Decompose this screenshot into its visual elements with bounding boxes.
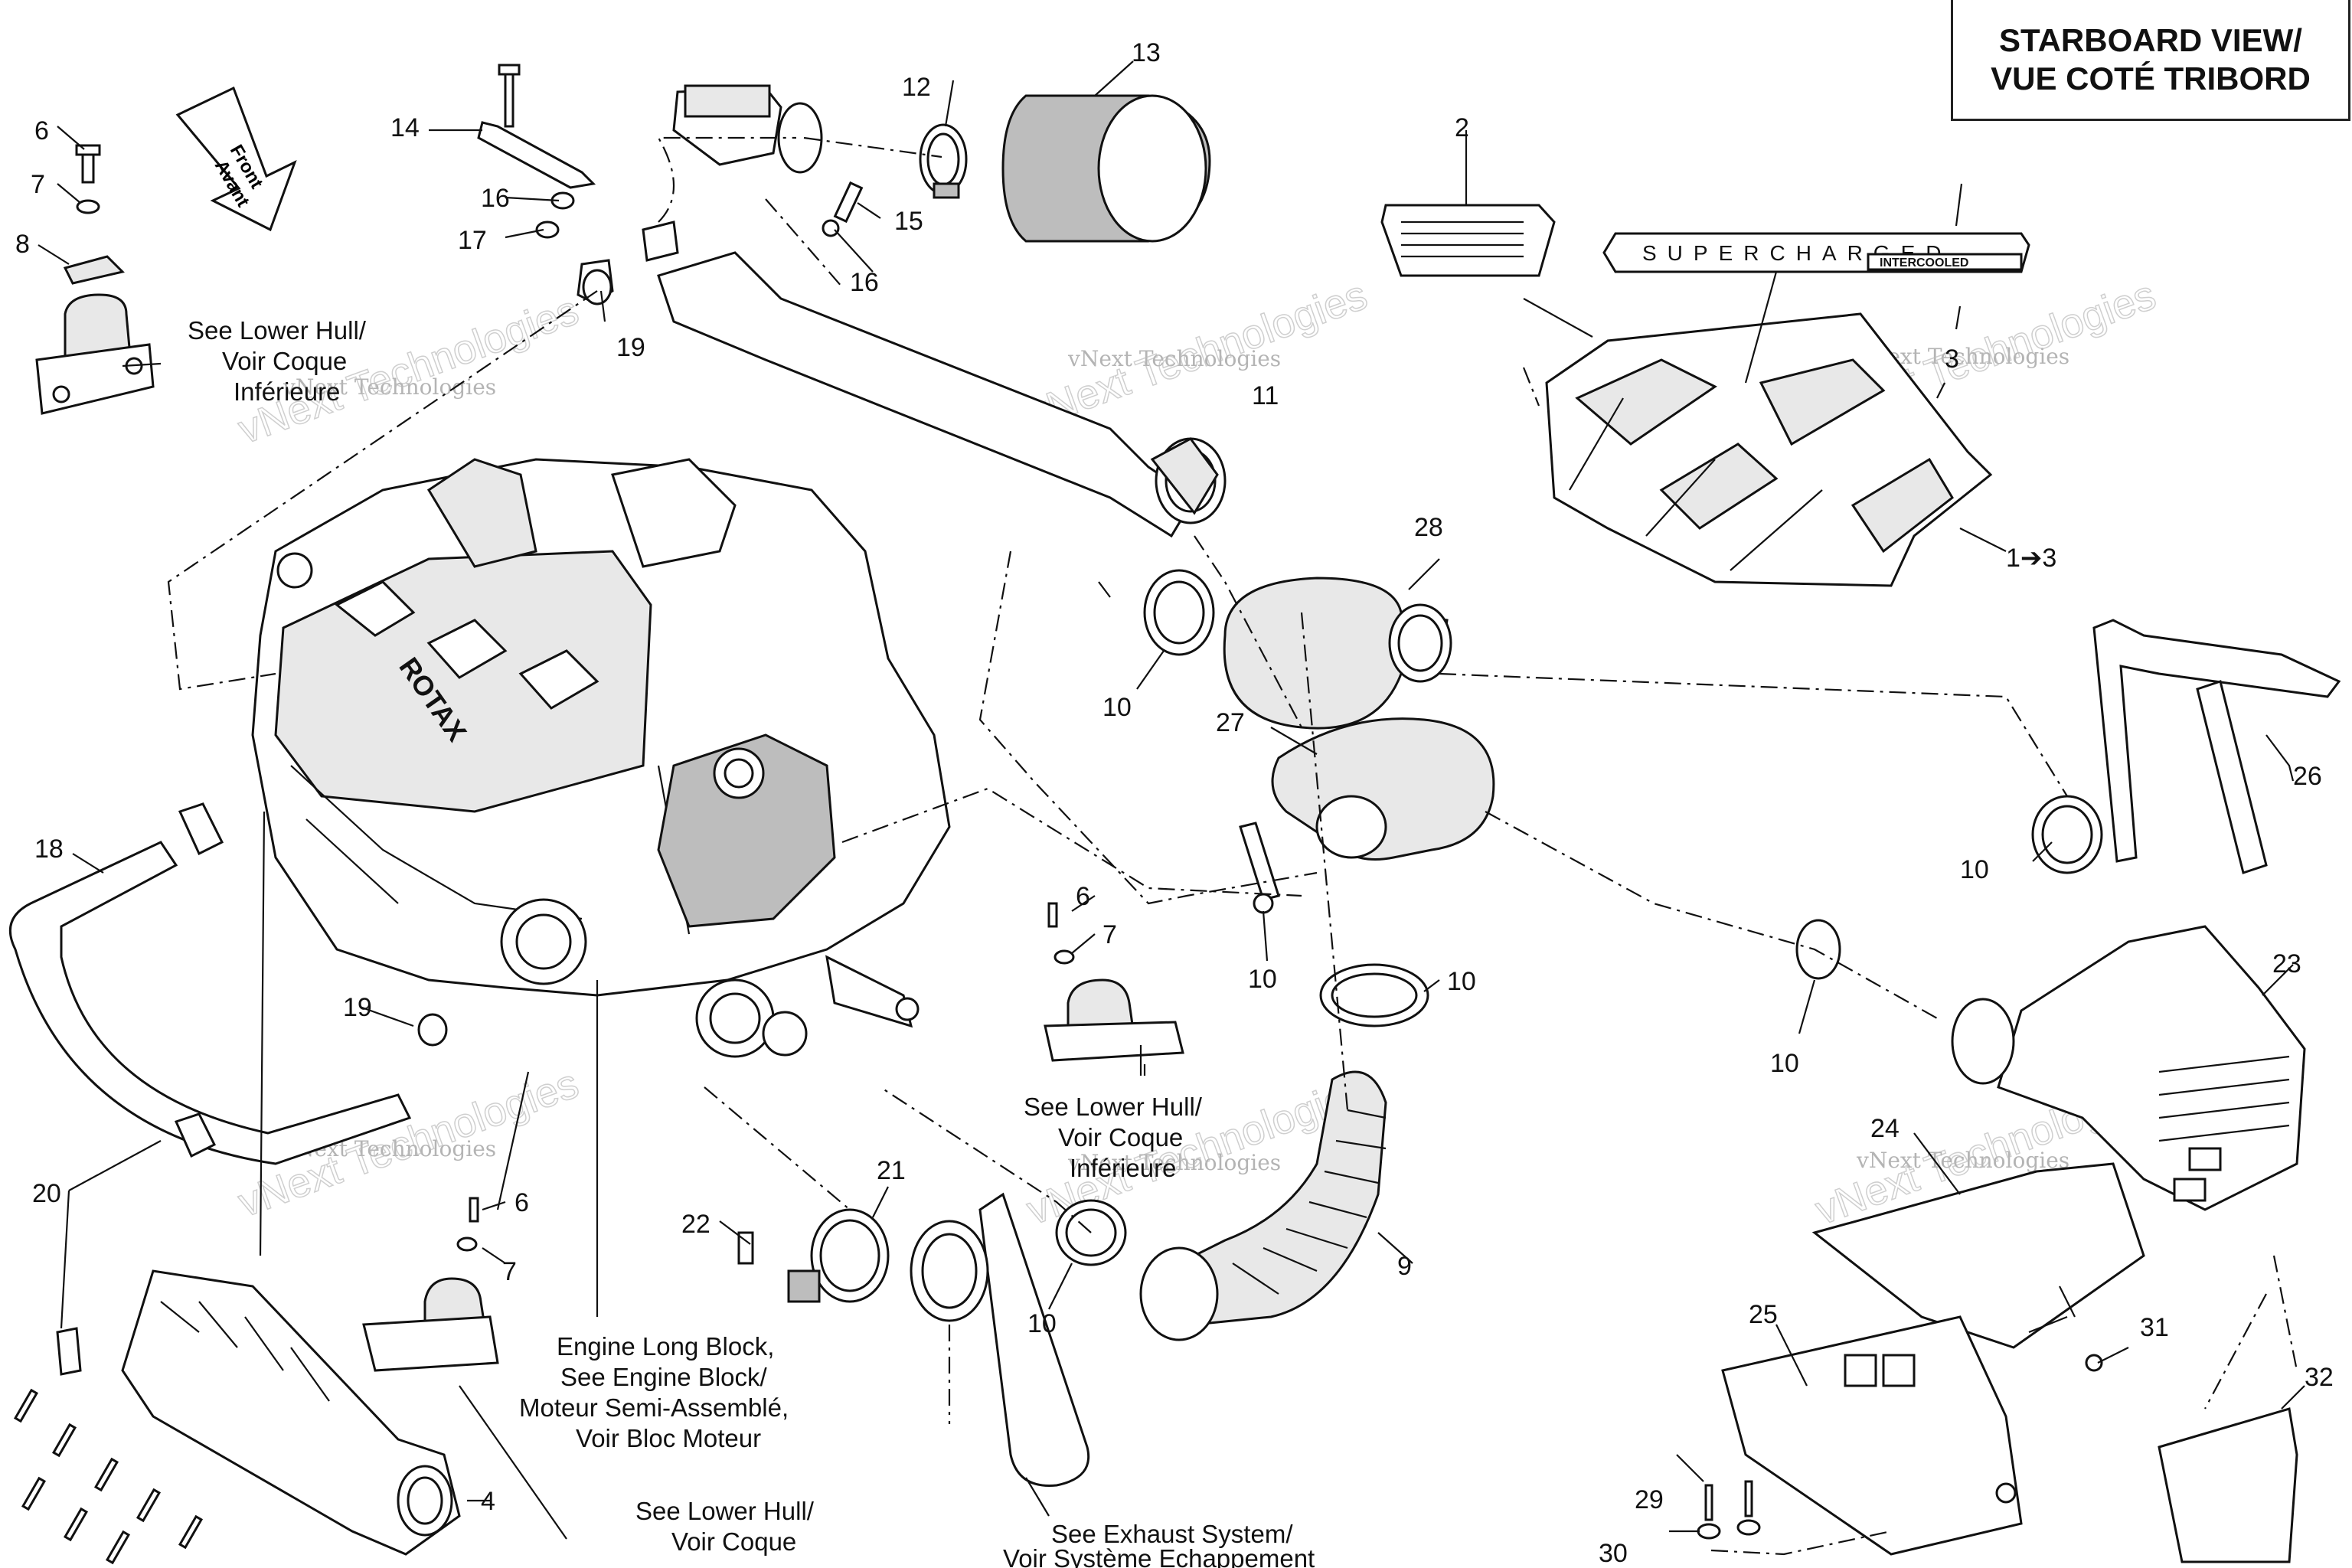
callout-18: 18 — [34, 835, 64, 864]
callout-23: 23 — [2272, 949, 2301, 978]
callout-7a: 7 — [31, 170, 45, 199]
engine-mount-lower — [362, 1197, 499, 1372]
callout-27: 27 — [1216, 708, 1245, 737]
callout-6c: 6 — [514, 1188, 529, 1217]
supercharged-decal: SUPERCHARGED INTERCOOLED — [1602, 232, 2030, 273]
note-lower-hull-bottom-line1: See Lower Hull/ — [635, 1497, 815, 1525]
callout-20: 20 — [32, 1179, 61, 1208]
callout-17: 17 — [458, 226, 487, 255]
callout-26: 26 — [2293, 762, 2322, 791]
callout-11: 11 — [1252, 381, 1279, 410]
callout-6a: 6 — [34, 116, 49, 145]
callout-4: 4 — [481, 1487, 495, 1516]
callout-10e: 10 — [1770, 1049, 1799, 1078]
callout-25: 25 — [1749, 1300, 1778, 1329]
note-lower-hull-center: See Lower Hull/ Voir Coque Inférieure — [1024, 1093, 1203, 1182]
watermark-1: vNext Technologies — [283, 374, 496, 400]
engine-mount-upper-left — [35, 144, 155, 415]
callout-16b: 16 — [850, 268, 879, 297]
callout-16a: 16 — [481, 184, 510, 213]
callout-22: 22 — [681, 1210, 710, 1239]
callout-10c: 10 — [1447, 967, 1476, 996]
note-engine-block-line2: See Engine Block/ — [560, 1363, 768, 1391]
callout-32: 32 — [2305, 1363, 2334, 1392]
engine-cover — [1545, 312, 1993, 587]
engine-mount-center — [1044, 902, 1184, 1062]
note-exhaust-line2: Voir Système Echappement — [1003, 1544, 1315, 1568]
air-filter-assembly — [822, 94, 1211, 243]
callout-29: 29 — [1635, 1485, 1664, 1514]
note-lower-hull-left-line2: Voir Coque — [222, 347, 347, 375]
note-lower-hull-left-line1: See Lower Hull/ — [188, 316, 367, 345]
callout-6b: 6 — [1076, 882, 1090, 911]
callout-15: 15 — [894, 207, 923, 236]
callout-14: 14 — [390, 113, 420, 142]
front-direction-arrow: Front Avant — [175, 86, 297, 232]
callout-10a: 10 — [1102, 693, 1132, 722]
callout-21: 21 — [877, 1156, 906, 1185]
callout-31: 31 — [2140, 1313, 2169, 1342]
heat-shield-and-brackets — [1697, 1162, 2298, 1563]
leader-lines — [38, 60, 2305, 1540]
callout-1: 1➔3 — [2006, 544, 2056, 573]
part-callouts: 6 7 8 14 16 17 19 12 13 15 16 11 2 3 1➔3… — [15, 38, 2334, 1568]
callout-9: 9 — [1397, 1252, 1412, 1281]
callout-12: 12 — [902, 73, 931, 102]
callout-7c: 7 — [502, 1257, 517, 1286]
note-engine-block-line1: Engine Long Block, — [557, 1332, 774, 1361]
engine-long-block: ROTAX — [251, 458, 951, 1058]
assembly-center-lines — [167, 136, 2298, 1556]
callout-3: 3 — [1945, 345, 1959, 374]
note-exhaust-line1: See Exhaust System/ — [1051, 1520, 1293, 1548]
note-lower-hull-center-line3: Inférieure — [1070, 1154, 1176, 1182]
hose-clamps — [417, 269, 2103, 1303]
callout-30: 30 — [1599, 1539, 1628, 1568]
callout-19b: 19 — [343, 993, 372, 1022]
note-exhaust: See Exhaust System/ Voir Système Echappe… — [1003, 1520, 1315, 1568]
note-engine-block-line3: Moteur Semi-Assemblé, — [519, 1393, 789, 1422]
supercharger-manifold — [13, 1112, 461, 1565]
view-title-line2: VUE COTÉ TRIBORD — [1991, 60, 2311, 96]
watermark-2: vNext Technologies — [1067, 346, 1281, 371]
callout-19a: 19 — [616, 333, 645, 362]
note-engine-block-line4: Voir Bloc Moteur — [576, 1424, 761, 1452]
view-title-box: STARBOARD VIEW/ VUE COTÉ TRIBORD — [1951, 0, 2350, 121]
warning-decal — [1380, 204, 1556, 277]
hoses — [8, 577, 1495, 1487]
intercooler — [1951, 619, 2341, 1211]
note-lower-hull-center-line1: See Lower Hull/ — [1024, 1093, 1203, 1121]
callout-10d: 10 — [1960, 855, 1989, 884]
watermark-6: vNext Technologies — [1856, 1148, 2069, 1173]
watermark-5: vNext Technologies — [1067, 1150, 1281, 1175]
callout-10f: 10 — [1027, 1309, 1057, 1338]
view-title-line1: STARBOARD VIEW/ — [1999, 21, 2302, 58]
callout-8: 8 — [15, 230, 30, 259]
decal-text-intercooled: INTERCOOLED — [1880, 256, 1968, 270]
note-lower-hull-left: See Lower Hull/ Voir Coque Inférieure — [188, 316, 367, 406]
note-lower-hull-bottom: See Lower Hull/ Voir Coque — [635, 1497, 815, 1556]
callout-13: 13 — [1132, 38, 1161, 67]
note-lower-hull-center-line2: Voir Coque — [1058, 1123, 1183, 1152]
callout-24: 24 — [1870, 1114, 1900, 1143]
callout-10b: 10 — [1248, 965, 1277, 994]
note-engine-block: Engine Long Block, See Engine Block/ Mot… — [519, 1332, 789, 1452]
note-lower-hull-left-line3: Inférieure — [234, 377, 340, 406]
callout-7b: 7 — [1102, 920, 1117, 949]
callout-28: 28 — [1414, 513, 1443, 542]
callout-2: 2 — [1455, 113, 1469, 142]
note-lower-hull-bottom-line2: Voir Coque — [671, 1527, 796, 1556]
